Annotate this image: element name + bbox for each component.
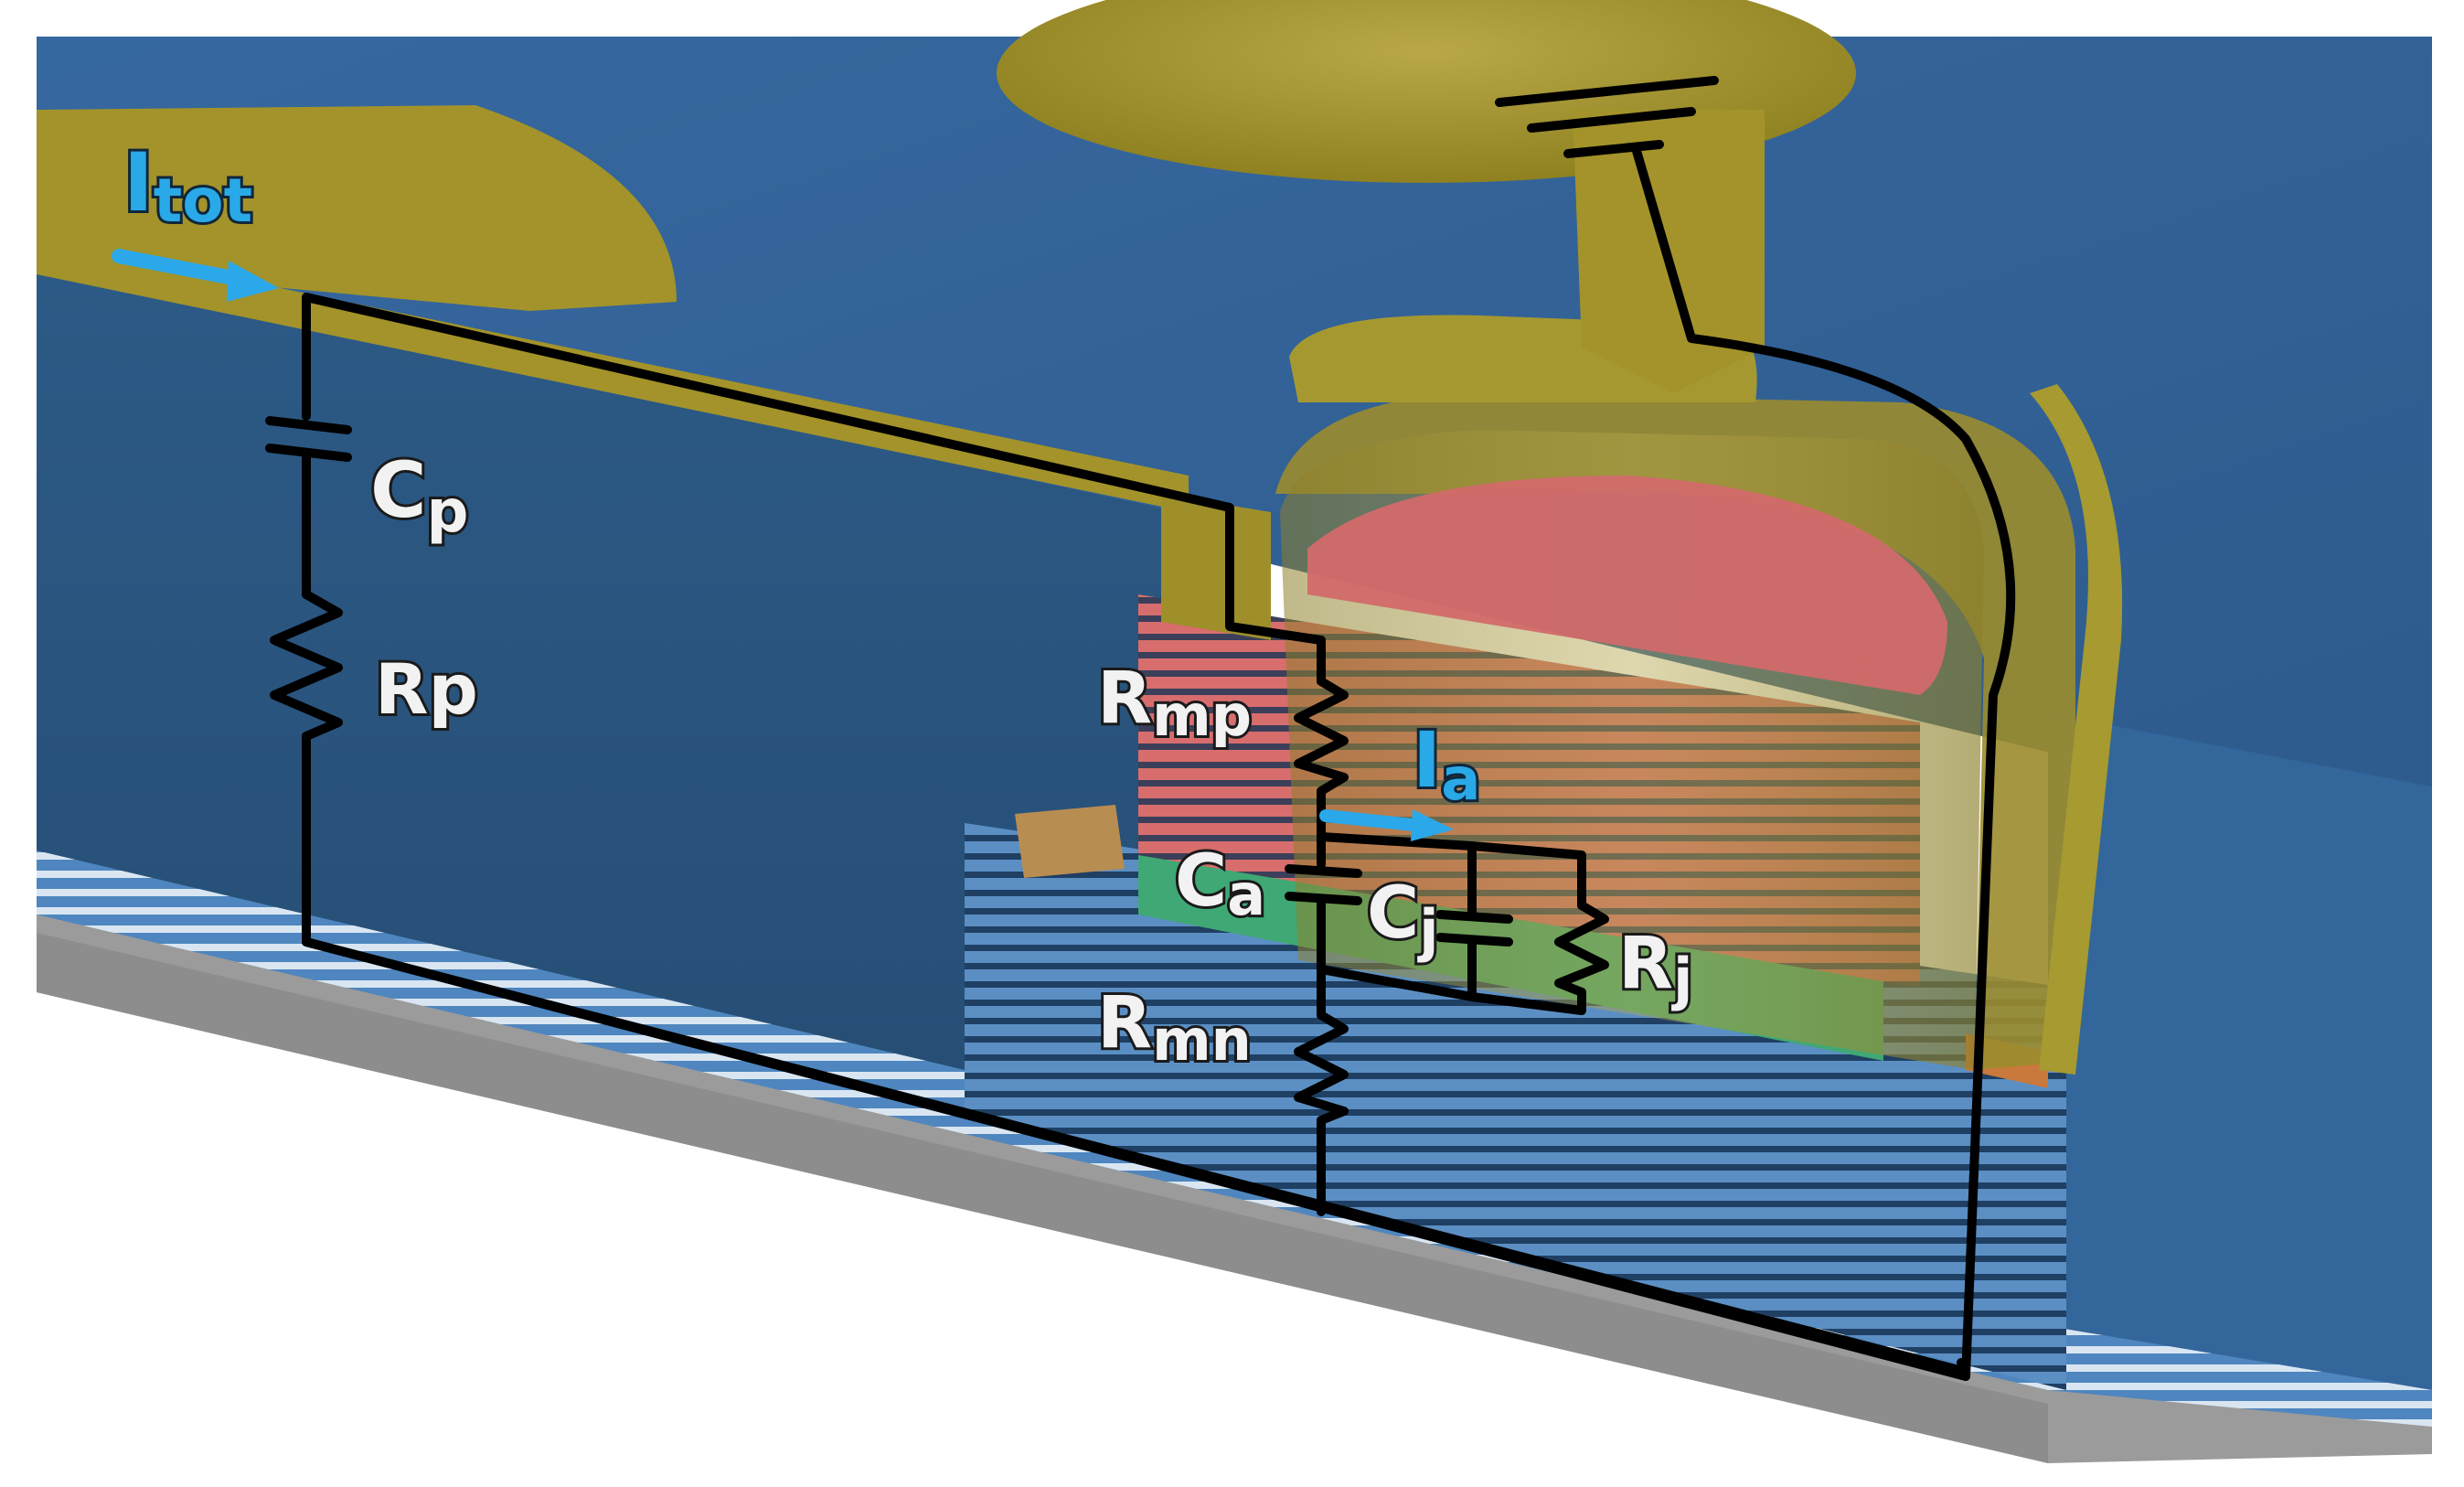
wire-bottom-return-main (302, 937, 1970, 1381)
label-cp: Cp (370, 445, 468, 546)
labels: Itot Cp Rp Rmp Ia Ca Cj Rj Rmn (121, 133, 1695, 1076)
substrate-grey-front (37, 933, 2048, 1463)
top-contact-metal (1275, 315, 2123, 1075)
current-arrow-active (1319, 809, 1454, 841)
ground-symbol-icon (1495, 76, 1719, 158)
label-cj: Cj (1367, 872, 1439, 964)
substrate-right-top (2048, 713, 2432, 1454)
wire-top-main (302, 293, 1326, 686)
contact-right-rail (2030, 384, 2123, 1075)
resistor-rj-symbol (1554, 901, 1609, 997)
mesa-left-metal-wall (1161, 494, 1271, 640)
substrate-grey-base (37, 915, 2432, 1463)
label-ia: Ia (1413, 715, 1480, 814)
label-rp: Rp (375, 648, 478, 730)
right-arrow-icon (1411, 809, 1454, 841)
contact-pad-small (1015, 805, 1125, 878)
current-arrow-total (112, 249, 279, 302)
resistor-rmn-symbol (1294, 1011, 1349, 1125)
wire-junction-loop-bottom (1317, 965, 1586, 1015)
wire-junction-loop-right (1467, 841, 1586, 910)
label-rj: Rj (1618, 923, 1692, 1012)
right-arrow-icon (227, 261, 279, 302)
label-rmn: Rmn (1097, 982, 1252, 1074)
metal-pads (37, 0, 1856, 640)
p-contact-top-red (1307, 476, 1947, 695)
label-itot: Itot (123, 135, 252, 236)
left-bond-pad (37, 105, 677, 311)
front-top-metal-strip (37, 238, 1189, 512)
equivalent-circuit (265, 76, 2016, 1381)
wire-right-return (1632, 146, 2016, 1381)
resistor-rp-symbol (270, 590, 343, 741)
label-rmp: Rmp (1097, 658, 1252, 749)
resistor-rmp-symbol (1294, 677, 1349, 796)
label-ca: Ca (1175, 840, 1265, 928)
